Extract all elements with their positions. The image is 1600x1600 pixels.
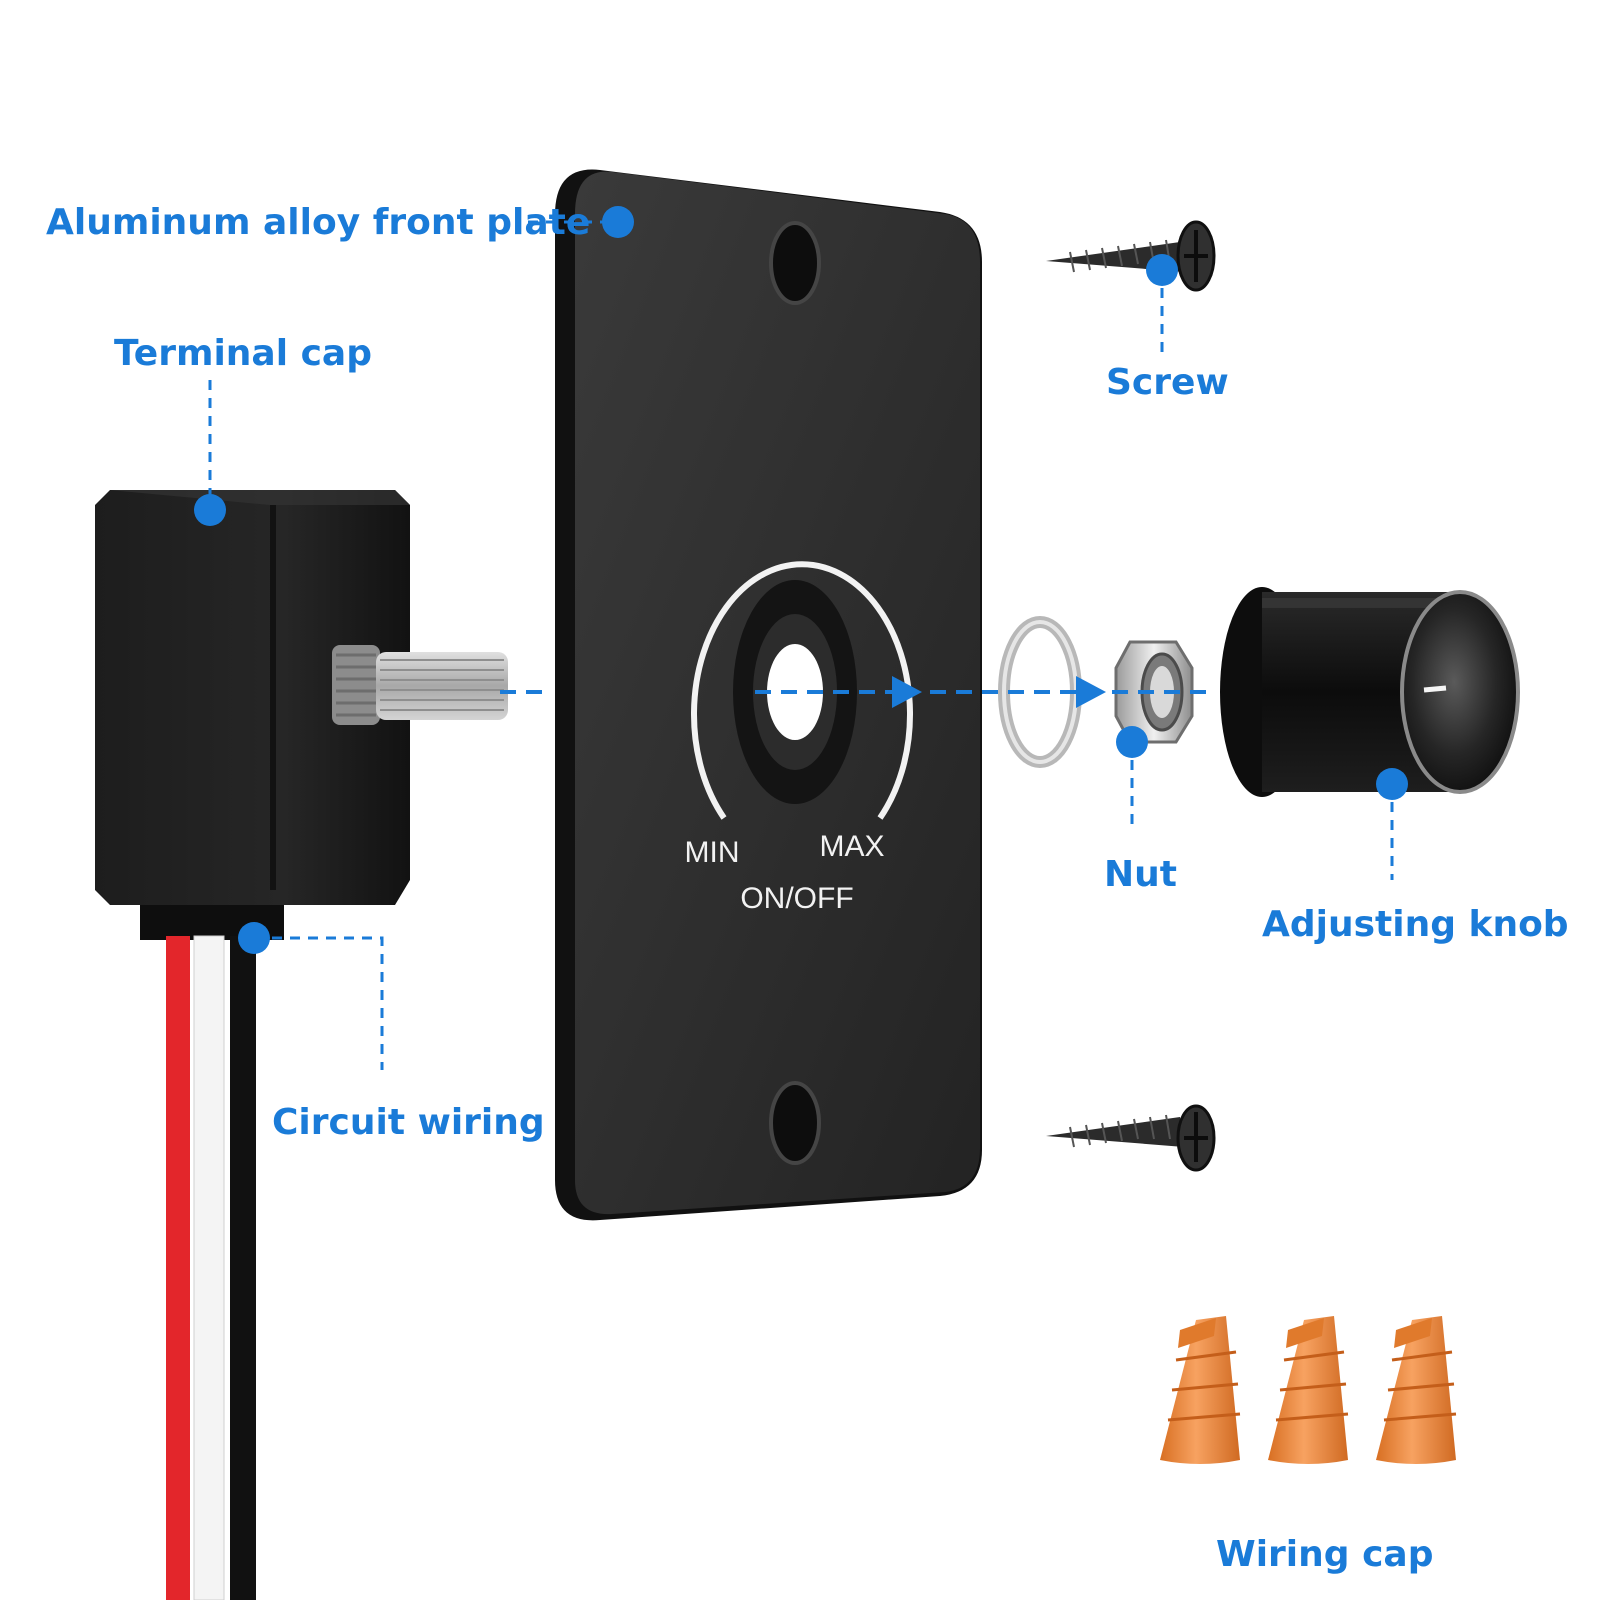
wiring-cap-icon xyxy=(1160,1316,1241,1464)
screw-icon xyxy=(1046,1104,1216,1172)
axis-arrow-icon xyxy=(892,676,922,708)
mounting-hole-top xyxy=(769,221,821,305)
terminal-box xyxy=(95,490,508,905)
label-circuit-wiring: Circuit wiring xyxy=(272,1102,545,1143)
label-adjusting-knob: Adjusting knob xyxy=(1262,904,1569,945)
knob-indicator xyxy=(1423,685,1447,693)
threaded-bushing xyxy=(332,645,380,725)
dot-screw xyxy=(1146,254,1178,286)
axis-arrow-icon xyxy=(1076,676,1106,708)
plate-max-label: MAX xyxy=(819,830,884,863)
red-wire xyxy=(166,936,190,1600)
wiring-cap-icon xyxy=(1268,1316,1349,1464)
circuit-wires xyxy=(140,900,284,1600)
black-wire xyxy=(230,936,256,1600)
plate-onoff-label: ON/OFF xyxy=(740,882,853,915)
label-terminal-cap: Terminal cap xyxy=(114,333,372,374)
white-wire xyxy=(193,935,225,1600)
leader-lines xyxy=(208,220,1394,1070)
front-plate: MIN MAX ON/OFF xyxy=(555,169,982,1221)
label-wiring-cap: Wiring cap xyxy=(1216,1534,1433,1575)
plate-min-label: MIN xyxy=(685,836,740,869)
dot-front-plate xyxy=(602,206,634,238)
wiring-cap-icon xyxy=(1376,1316,1457,1464)
dot-circuit-wiring xyxy=(238,922,270,954)
label-screw: Screw xyxy=(1106,362,1229,403)
label-front-plate: Aluminum alloy front plate xyxy=(46,202,590,243)
screw-icon xyxy=(1046,220,1216,292)
dial-arc xyxy=(691,561,913,820)
knob-icon xyxy=(1220,587,1520,797)
terminal-box-body xyxy=(95,490,410,905)
dot-adjusting-knob xyxy=(1376,768,1408,800)
knob-face xyxy=(1400,590,1520,794)
label-nut: Nut xyxy=(1104,854,1177,895)
mounting-hole-bottom xyxy=(769,1081,821,1165)
dot-terminal-cap xyxy=(194,494,226,526)
callout-dots xyxy=(194,206,1408,954)
dot-nut xyxy=(1116,726,1148,758)
